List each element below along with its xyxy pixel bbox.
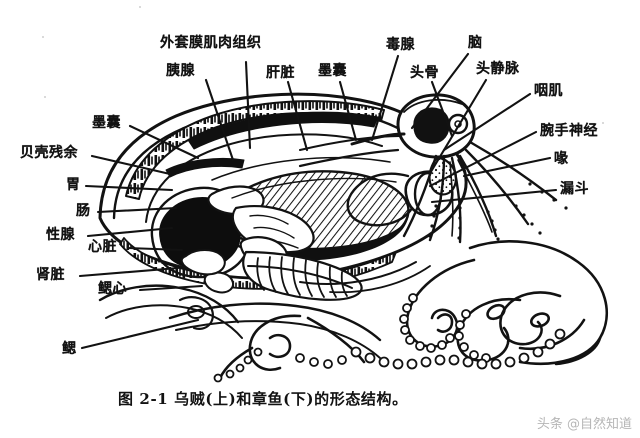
octopus-arm-3 bbox=[499, 291, 562, 346]
label-beak: 喙 bbox=[554, 151, 569, 167]
octopus-arm-cross bbox=[168, 302, 382, 342]
esophagus bbox=[299, 135, 401, 151]
shell-remnant-shape bbox=[165, 157, 245, 178]
skull-ridge bbox=[403, 98, 463, 113]
leader-pharyngeal-muscle bbox=[442, 92, 532, 152]
leader-liver bbox=[286, 80, 309, 152]
cephalic-vein-line bbox=[298, 148, 400, 168]
octopus-head-lower bbox=[554, 336, 602, 366]
leader-kidney bbox=[78, 266, 180, 278]
dorsal-dark-stripe bbox=[187, 111, 379, 150]
label-pancreas: 胰腺 bbox=[166, 63, 195, 79]
arm-sucker-dots bbox=[428, 182, 568, 241]
label-shell-remnant: 贝壳残余 bbox=[20, 145, 78, 161]
leader-beak bbox=[462, 156, 552, 178]
label-mantle-muscle: 外套膜肌肉组织 bbox=[160, 35, 262, 51]
scan-speck bbox=[139, 6, 141, 8]
scan-speck bbox=[42, 36, 44, 38]
branchial-heart-shape bbox=[203, 271, 234, 294]
scan-speck bbox=[602, 122, 604, 124]
leader-heart bbox=[126, 246, 184, 252]
squid-arms bbox=[402, 140, 558, 244]
dorsal-mantle-band bbox=[125, 100, 385, 200]
label-ink-sac-top: 墨囊 bbox=[318, 63, 347, 79]
leader-gill bbox=[80, 318, 200, 350]
funnel-body bbox=[346, 172, 414, 227]
leader-shell-remnant bbox=[90, 154, 172, 176]
octopus-spiral-1 bbox=[436, 313, 454, 333]
kidney-shape bbox=[180, 249, 226, 276]
octopus-arm-5 bbox=[248, 314, 302, 371]
label-ink-sac-left: 墨囊 bbox=[92, 115, 121, 131]
internal-line-b bbox=[231, 177, 397, 199]
internal-line-a bbox=[211, 156, 391, 181]
leader-stomach bbox=[84, 184, 174, 192]
octopus-mantle bbox=[468, 240, 609, 366]
octopus-arm-cross-2 bbox=[175, 320, 381, 359]
octopus-diagram bbox=[168, 240, 609, 380]
label-pharyngeal-muscle: 咽肌 bbox=[534, 83, 563, 99]
label-branchial-heart: 鳃心 bbox=[98, 281, 127, 297]
octopus-arm-4 bbox=[518, 318, 586, 351]
ventral-fold-a bbox=[299, 261, 417, 285]
squid-diagram bbox=[78, 52, 609, 383]
octopus-arm-7 bbox=[218, 346, 254, 380]
leader-funnel bbox=[430, 188, 558, 204]
leader-poison-gland bbox=[370, 54, 400, 142]
label-cephalic-vein: 头静脉 bbox=[476, 61, 520, 77]
lower-left-coil bbox=[178, 296, 214, 330]
label-gonad: 性腺 bbox=[46, 227, 75, 243]
leader-arm-nerve bbox=[428, 130, 538, 188]
octopus-sucker-large-1 bbox=[486, 303, 506, 321]
scan-speck bbox=[44, 96, 46, 98]
leader-mantle-muscle bbox=[244, 60, 252, 150]
leader-gonad bbox=[86, 226, 174, 238]
label-kidney: 肾脏 bbox=[36, 267, 65, 283]
label-funnel: 漏斗 bbox=[560, 181, 589, 197]
label-arm-nerve: 腕手神经 bbox=[540, 123, 598, 139]
leader-skull bbox=[430, 80, 454, 138]
label-gill: 鳃 bbox=[62, 341, 77, 357]
leader-brain bbox=[410, 52, 470, 130]
octopus-arm-6 bbox=[306, 316, 366, 364]
octopus-suckers bbox=[213, 293, 566, 383]
label-brain: 脑 bbox=[468, 35, 483, 51]
leader-lines bbox=[78, 52, 558, 350]
octopus-sucker-large-2 bbox=[529, 312, 551, 328]
label-skull: 头骨 bbox=[410, 65, 439, 81]
mantle-cavity-wall bbox=[145, 133, 383, 223]
watermark: 头条 @自然知道 bbox=[536, 417, 632, 432]
label-intestine: 肠 bbox=[76, 203, 91, 219]
leader-cephalic-vein bbox=[430, 78, 488, 172]
ventral-fold-b bbox=[329, 265, 431, 294]
label-poison-gland: 毒腺 bbox=[386, 37, 415, 53]
leader-ink-sac-top bbox=[338, 80, 358, 142]
leader-pancreas bbox=[204, 78, 235, 162]
label-heart: 心脏 bbox=[88, 239, 117, 255]
lower-left-sucker bbox=[187, 305, 205, 319]
octopus-spiral-2 bbox=[268, 333, 292, 359]
figure-caption: 图 2-1 乌贼(上)和章鱼(下)的形态结构。 bbox=[118, 390, 408, 408]
leader-branchial-heart bbox=[138, 284, 204, 292]
label-stomach: 胃 bbox=[66, 177, 81, 193]
lower-left-arm-2 bbox=[105, 304, 243, 339]
label-liver: 肝脏 bbox=[266, 65, 295, 81]
leader-ink-bag-left bbox=[128, 124, 200, 160]
leader-intestine bbox=[96, 206, 178, 214]
